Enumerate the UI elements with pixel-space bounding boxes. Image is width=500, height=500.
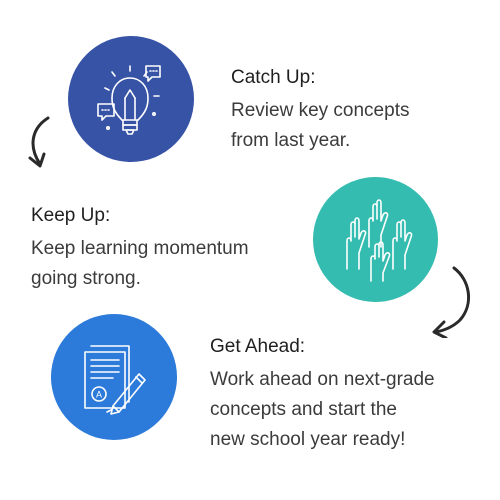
catch-up-heading: Catch Up: (231, 67, 316, 88)
get-ahead-line-3: new school year ready! (210, 429, 406, 450)
arrow-down-right (430, 262, 476, 338)
keep-up-heading: Keep Up: (31, 205, 111, 226)
get-ahead-line-2: concepts and start the (210, 399, 397, 420)
curved-arrow-icon (432, 266, 471, 338)
arrow-down-left (18, 112, 58, 176)
svg-text:A: A (96, 390, 102, 400)
catch-up-text: Catch Up: Review key concepts from last … (231, 66, 409, 156)
lightbulb-icon (97, 65, 161, 135)
keep-up-text: Keep Up: Keep learning momentum going st… (31, 204, 249, 294)
catch-up-line-2: from last year. (231, 130, 351, 151)
keep-up-line-2: going strong. (31, 268, 141, 289)
raised-hands-icon (346, 199, 413, 282)
get-ahead-text: Get Ahead: Work ahead on next-grade conc… (210, 335, 435, 455)
get-ahead-circle: A (51, 314, 177, 440)
keep-up-line-1: Keep learning momentum (31, 238, 249, 259)
catch-up-line-1: Review key concepts (231, 100, 410, 121)
curved-arrow-icon (28, 116, 50, 168)
keep-up-circle (313, 177, 438, 302)
graded-paper-icon: A (84, 345, 146, 415)
get-ahead-heading: Get Ahead: (210, 336, 306, 357)
get-ahead-line-1: Work ahead on next-grade (210, 369, 435, 390)
catch-up-circle (68, 36, 194, 162)
